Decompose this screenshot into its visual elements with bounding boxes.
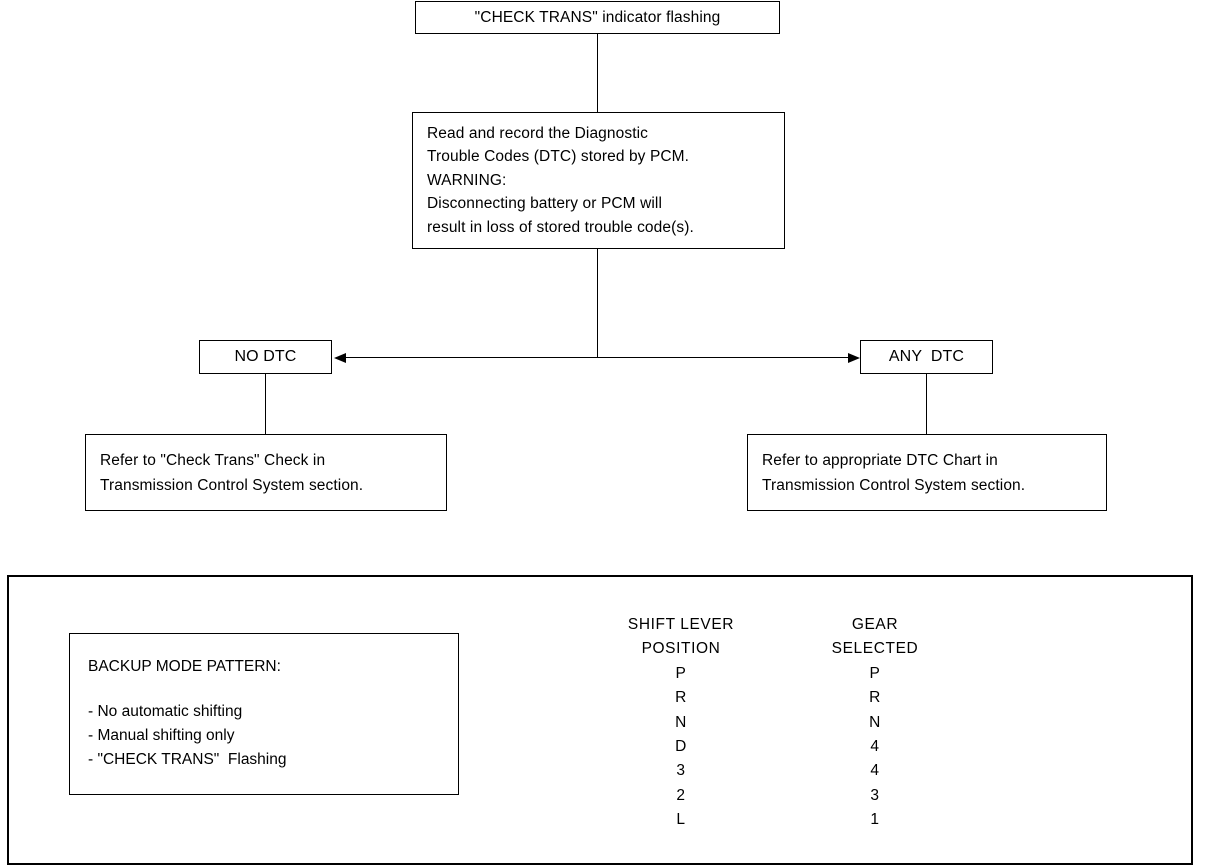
node-read-record-dtc-line-1: Read and record the Diagnostic xyxy=(427,124,648,142)
shift-lever-position-column: SHIFT LEVER POSITION P R N D 3 2 L xyxy=(601,613,761,833)
node-check-trans-indicator: "CHECK TRANS" indicator flashing xyxy=(415,1,780,34)
backup-mode-bullet-3: - "CHECK TRANS" Flashing xyxy=(88,751,287,768)
shift-lever-cell: L xyxy=(676,811,686,829)
node-refer-dtc-chart-line-2: Transmission Control System section. xyxy=(762,476,1026,494)
node-any-dtc: ANY DTC xyxy=(860,340,993,374)
shift-lever-header-line-2: POSITION xyxy=(641,640,721,658)
node-refer-dtc-chart: Refer to appropriate DTC Chart in Transm… xyxy=(747,434,1107,511)
node-no-dtc: NO DTC xyxy=(199,340,332,374)
node-read-record-dtc-line-5: result in loss of stored trouble code(s)… xyxy=(427,218,694,236)
backup-mode-bullet-2: - Manual shifting only xyxy=(88,727,235,744)
node-refer-check-trans-line-2: Transmission Control System section. xyxy=(100,476,364,494)
gear-selected-cell: P xyxy=(869,664,881,682)
connector-title-to-read xyxy=(597,34,599,112)
gear-selected-header-line-1: GEAR xyxy=(851,616,899,633)
node-refer-check-trans-line-1: Refer to "Check Trans" Check in xyxy=(100,451,326,469)
connector-any-dtc-to-action xyxy=(926,374,928,434)
gear-selected-header-line-2: SELECTED xyxy=(831,640,919,658)
node-read-record-dtc-line-2: Trouble Codes (DTC) stored by PCM. xyxy=(427,148,690,166)
shift-lever-cell: 3 xyxy=(676,762,686,780)
backup-mode-body: BACKUP MODE PATTERN: - No automatic shif… xyxy=(70,656,458,772)
shift-lever-cell: R xyxy=(675,689,687,707)
shift-lever-cell: N xyxy=(675,713,687,731)
gear-selected-cell: 3 xyxy=(870,786,880,804)
gear-selected-cell: R xyxy=(869,689,881,707)
shift-lever-cell: P xyxy=(675,664,687,682)
node-refer-check-trans: Refer to "Check Trans" Check in Transmis… xyxy=(85,434,447,511)
node-any-dtc-label: ANY DTC xyxy=(888,348,965,365)
gear-selected-cell: 4 xyxy=(870,738,880,756)
gear-selected-cell: 1 xyxy=(870,811,880,829)
connector-no-dtc-to-action xyxy=(265,374,267,434)
gear-selected-column: GEAR SELECTED P R N 4 4 3 1 xyxy=(795,613,955,833)
shift-lever-header-line-1: SHIFT LEVER xyxy=(627,616,735,633)
arrowhead-left-icon xyxy=(334,352,346,363)
connector-read-to-branch xyxy=(597,249,599,358)
node-read-record-dtc-line-4: Disconnecting battery or PCM will xyxy=(427,195,663,213)
node-refer-dtc-chart-line-1: Refer to appropriate DTC Chart in xyxy=(762,451,998,469)
node-no-dtc-label: NO DTC xyxy=(234,348,297,365)
connector-branch-horizontal xyxy=(340,357,853,359)
shift-lever-cell: 2 xyxy=(676,786,686,804)
node-backup-mode-pattern: BACKUP MODE PATTERN: - No automatic shif… xyxy=(69,633,459,795)
gear-selected-cell: 4 xyxy=(870,762,880,780)
backup-mode-bullet-1: - No automatic shifting xyxy=(88,703,243,720)
gear-selected-cell: N xyxy=(869,713,881,731)
node-check-trans-indicator-label: "CHECK TRANS" indicator flashing xyxy=(474,8,721,26)
node-read-record-dtc: Read and record the Diagnostic Trouble C… xyxy=(412,112,785,249)
arrowhead-right-icon xyxy=(848,352,860,363)
shift-lever-cell: D xyxy=(675,738,687,756)
backup-mode-heading: BACKUP MODE PATTERN: xyxy=(88,658,281,675)
node-read-record-dtc-line-3: WARNING: xyxy=(427,171,507,189)
